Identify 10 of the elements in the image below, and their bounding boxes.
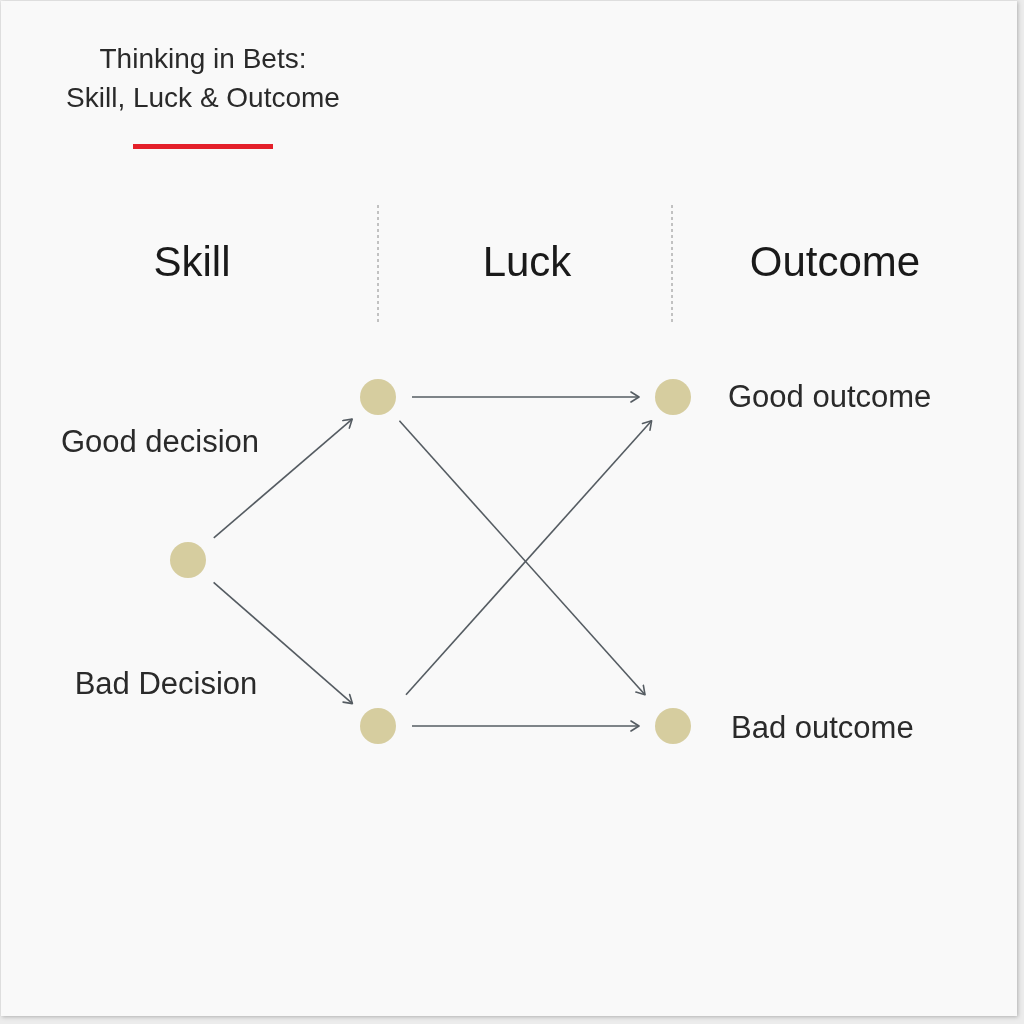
arrow — [411, 391, 640, 403]
arrow — [212, 581, 354, 705]
outcome-label: Bad outcome — [731, 709, 914, 747]
arrow — [411, 720, 640, 732]
outcome-label: Good outcome — [728, 378, 932, 416]
diagram-title: Thinking in Bets: Skill, Luck & Outcome — [65, 42, 341, 115]
column-heading: Luck — [482, 237, 572, 287]
column-heading: Skill — [153, 237, 231, 287]
column-heading: Outcome — [749, 237, 921, 287]
arrow — [213, 418, 353, 539]
